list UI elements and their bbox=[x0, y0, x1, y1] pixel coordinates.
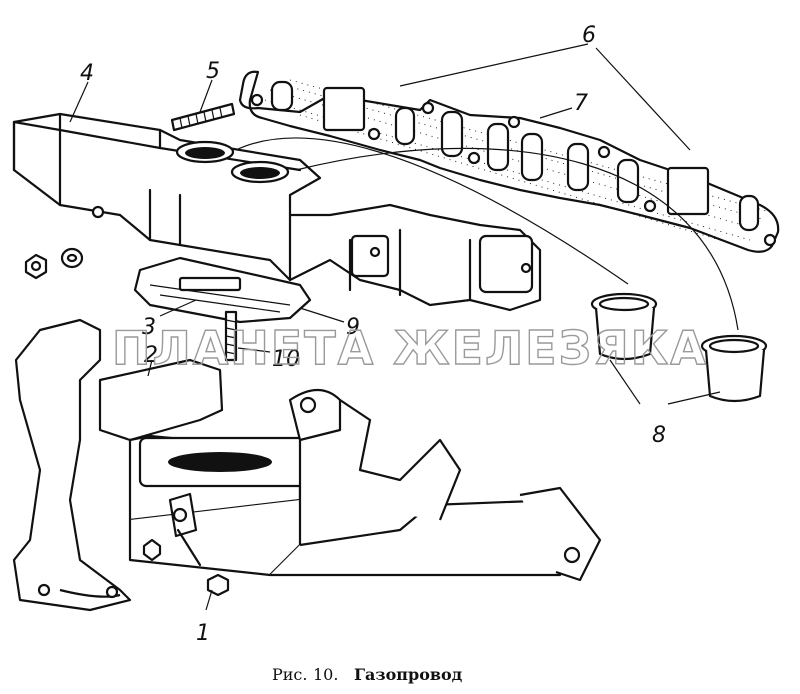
leader-lines bbox=[69, 43, 739, 611]
washer-icon bbox=[60, 247, 84, 269]
intake-manifold-icon bbox=[12, 112, 542, 312]
stud-icon bbox=[170, 102, 236, 132]
callout-3: 3 bbox=[142, 315, 156, 340]
caption-prefix: Рис. bbox=[272, 665, 307, 684]
watermark-text: ПЛАНЕТА ЖЕЛЕЗЯКА bbox=[112, 321, 708, 375]
spacer-plate-icon bbox=[133, 256, 312, 324]
callout-4: 4 bbox=[80, 61, 94, 86]
figure-caption: Рис. 10. Газопровод bbox=[272, 665, 463, 684]
callout-labels: 4 5 6 7 3 9 10 2 8 1 bbox=[80, 23, 666, 646]
callout-6: 6 bbox=[582, 23, 596, 48]
callout-5: 5 bbox=[206, 59, 220, 84]
exhaust-manifold-icon bbox=[12, 318, 602, 612]
callout-2: 2 bbox=[144, 343, 158, 368]
sleeve-icon bbox=[590, 292, 768, 403]
manifold-gasket-icon bbox=[238, 70, 780, 253]
callout-10: 10 bbox=[272, 347, 300, 372]
callout-7: 7 bbox=[574, 91, 588, 116]
callout-8: 8 bbox=[652, 423, 666, 448]
callout-9: 9 bbox=[346, 315, 360, 340]
caption-number: 10. bbox=[313, 665, 338, 684]
caption-title: Газопровод bbox=[354, 665, 463, 684]
nut-icon bbox=[24, 253, 48, 280]
callout-1: 1 bbox=[196, 621, 210, 646]
stud-icon bbox=[224, 310, 238, 362]
